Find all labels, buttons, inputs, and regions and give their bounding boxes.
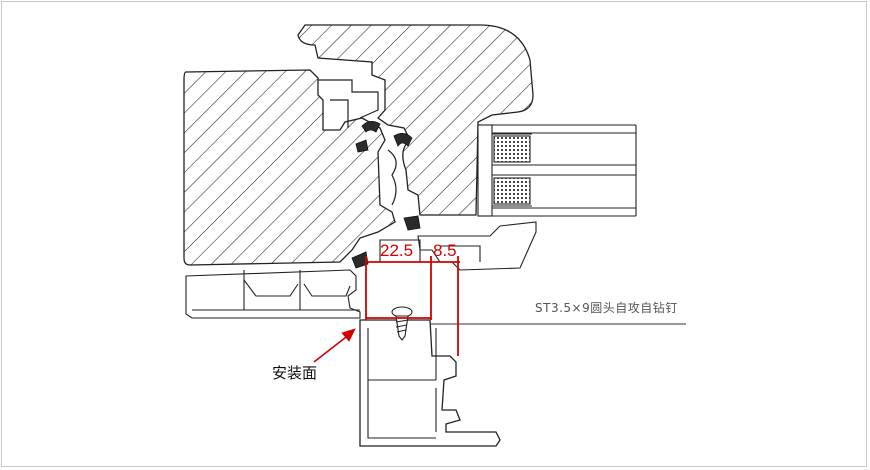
surface-arrow-icon xyxy=(313,328,356,363)
screw-icon xyxy=(391,306,413,341)
installation-surface-label: 安装面 xyxy=(272,364,318,382)
dimension-lines xyxy=(365,256,460,356)
frame-timber-profile xyxy=(183,69,396,266)
subframe-inner-lines xyxy=(367,328,437,439)
glazing-unit xyxy=(477,124,637,217)
screw-label: ST3.5×9圆头自攻自钻钉 xyxy=(535,301,678,315)
dimension-label-left: 22.5 xyxy=(380,241,414,260)
dimension-label-right: 8.5 xyxy=(433,241,457,260)
aluminium-profiles xyxy=(185,221,537,319)
frame-groove-details xyxy=(318,79,397,206)
subframe-profile xyxy=(359,319,501,447)
sash-timber-profile xyxy=(297,24,534,216)
